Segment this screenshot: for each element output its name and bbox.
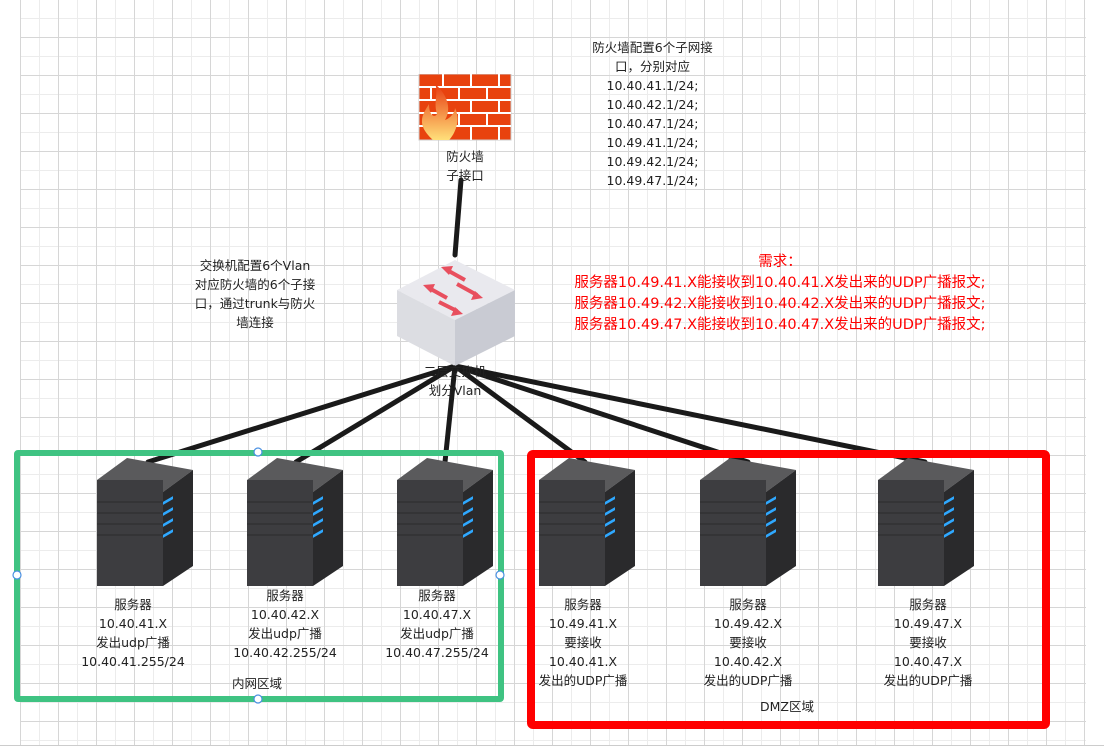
server-label-line: 服务器	[418, 588, 456, 603]
link-server-2	[293, 363, 458, 465]
server-label-line: 服务器	[266, 588, 304, 603]
server-label: 服务器 10.49.41.X 要接收 10.40.41.X 发出的UDP广播	[513, 595, 653, 690]
server-label: 服务器 10.40.41.X 发出udp广播 10.40.41.255/24	[63, 595, 203, 671]
canvas-bottom-edge	[0, 745, 1104, 756]
server-label-line: 服务器	[564, 597, 602, 612]
server-icon[interactable]	[247, 458, 343, 590]
server-label-line: 10.40.41.255/24	[81, 654, 185, 669]
note-line: 防火墙配置6个子网接	[592, 40, 713, 55]
server-icon[interactable]	[539, 458, 635, 590]
server-label-line: 10.40.42.255/24	[233, 645, 337, 660]
firewall-label: 防火墙 子接口	[430, 147, 500, 185]
firewall-label-line: 防火墙	[446, 149, 484, 164]
note-line: 对应防火墙的6个子接	[194, 277, 316, 292]
note-line: 10.40.47.1/24;	[606, 116, 699, 131]
requirement-note: 需求： 服务器10.49.41.X能接收到10.40.41.X发出来的UDP广播…	[560, 252, 1000, 336]
requirement-line: 服务器10.49.42.X能接收到10.40.42.X发出来的UDP广播报文;	[574, 296, 986, 312]
server-label-line: 要接收	[729, 635, 767, 650]
server-label-line: 10.49.41.X	[548, 616, 618, 631]
server-icon[interactable]	[878, 458, 974, 590]
server-label: 服务器 10.49.42.X 要接收 10.40.42.X 发出的UDP广播	[678, 595, 818, 690]
note-line: 10.49.47.1/24;	[606, 173, 699, 188]
internal-zone-label: 内网区域	[232, 676, 283, 691]
note-line: 交换机配置6个Vlan	[199, 258, 311, 273]
server-label: 服务器 10.40.47.X 发出udp广播 10.40.47.255/24	[367, 586, 507, 662]
link-server-4	[452, 363, 588, 465]
server-label-line: 10.40.42.X	[250, 607, 320, 622]
server-icon[interactable]	[700, 458, 796, 590]
link-server-3	[442, 363, 458, 465]
firewall-note: 防火墙配置6个子网接 口，分别对应 10.40.41.1/24; 10.40.4…	[570, 38, 735, 190]
note-line: 口，通过trunk与防火	[194, 296, 316, 311]
note-line: 墙连接	[236, 315, 274, 330]
selection-handles	[12, 447, 505, 704]
link-firewall-switch	[452, 177, 464, 258]
server-label-line: 要接收	[564, 635, 602, 650]
server-label-line: 发出udp广播	[248, 626, 322, 641]
server-label-line: 发出udp广播	[400, 626, 474, 641]
server-label-line: 服务器	[729, 597, 767, 612]
note-line: 10.40.42.1/24;	[606, 97, 699, 112]
server-label-line: 要接收	[909, 635, 947, 650]
requirement-line: 服务器10.49.41.X能接收到10.40.41.X发出来的UDP广播报文;	[574, 275, 986, 291]
firewall-label-line: 子接口	[446, 168, 484, 183]
server-label-line: 10.40.41.X	[548, 654, 618, 669]
server-label-line: 服务器	[114, 597, 152, 612]
note-line: 10.40.41.1/24;	[606, 78, 699, 93]
server-icon[interactable]	[397, 458, 493, 590]
dmz-zone-label: DMZ区域	[760, 699, 814, 714]
server-label-line: 10.49.42.X	[713, 616, 783, 631]
link-server-6	[452, 363, 928, 465]
server-label-line: 10.40.47.X	[402, 607, 472, 622]
switch-note: 交换机配置6个Vlan 对应防火墙的6个子接 口，通过trunk与防火 墙连接	[180, 256, 330, 332]
switch-icon[interactable]	[395, 258, 517, 368]
requirement-line: 服务器10.49.47.X能接收到10.40.47.X发出来的UDP广播报文;	[574, 317, 986, 333]
note-line: 10.49.41.1/24;	[606, 135, 699, 150]
server-label-line: 发出udp广播	[96, 635, 170, 650]
dmz-zone[interactable]	[527, 450, 1050, 729]
server-label-line: 10.40.41.X	[98, 616, 168, 631]
server-label-line: 10.40.47.X	[893, 654, 963, 669]
server-label-line: 发出的UDP广播	[538, 673, 628, 688]
firewall-icon[interactable]	[415, 74, 513, 142]
server-label-line: 服务器	[909, 597, 947, 612]
server-label: 服务器 10.40.42.X 发出udp广播 10.40.42.255/24	[215, 586, 355, 662]
server-icon[interactable]	[97, 458, 193, 590]
requirement-line: 需求：	[758, 254, 802, 270]
note-line: 10.49.42.1/24;	[606, 154, 699, 169]
server-label-line: 10.49.47.X	[893, 616, 963, 631]
switch-label: 二层交换机 划分Vlan	[415, 362, 495, 400]
server-label-line: 10.40.42.X	[713, 654, 783, 669]
note-line: 口，分别对应	[614, 59, 690, 74]
switch-label-line: 二层交换机	[423, 364, 487, 379]
switch-label-line: 划分Vlan	[428, 383, 482, 398]
server-label-line: 10.40.47.255/24	[385, 645, 489, 660]
server-label-line: 发出的UDP广播	[703, 673, 793, 688]
link-server-1	[145, 363, 458, 465]
server-label-line: 发出的UDP广播	[883, 673, 973, 688]
canvas-grid	[20, 0, 1086, 745]
server-label: 服务器 10.49.47.X 要接收 10.40.47.X 发出的UDP广播	[858, 595, 998, 690]
link-server-5	[452, 363, 751, 465]
